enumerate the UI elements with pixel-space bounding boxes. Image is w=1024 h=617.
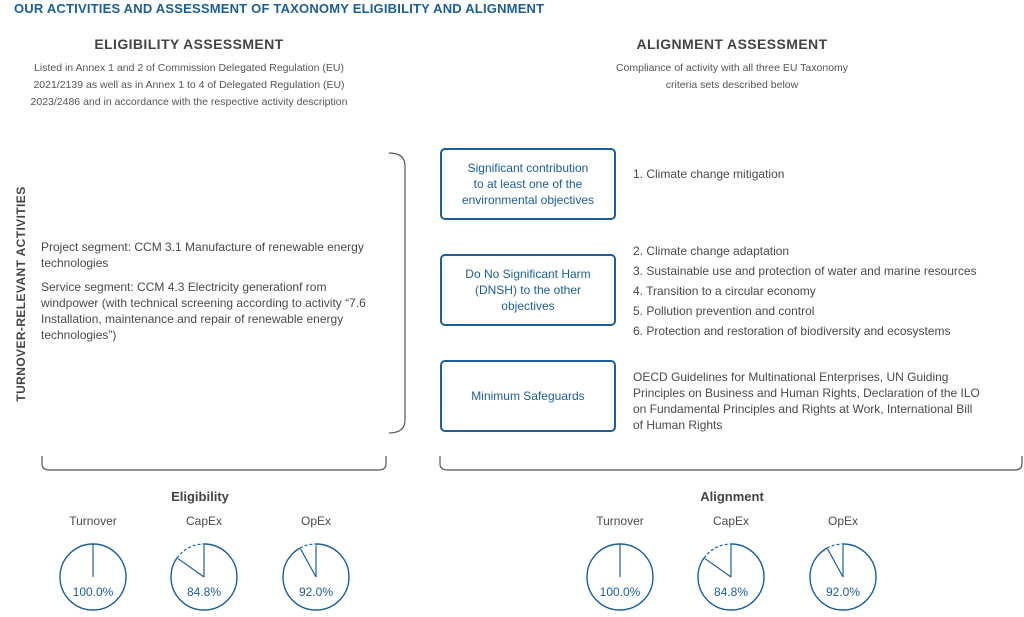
alignment-capex-pie: 84.8%: [697, 542, 765, 611]
dnsh-box: Do No Significant Harm (DNSH) to the oth…: [440, 254, 616, 326]
criteria-item-climate-adaptation: 2. Climate change adaptation: [633, 244, 790, 258]
alignment-capex-label: CapEx: [712, 514, 750, 528]
minimum-safeguards-text: OECD Guidelines for Multinational Enterp…: [633, 370, 980, 432]
alignment-opex-pie-end-radius: [826, 547, 844, 578]
alignment-turnover-pie: 100.0%: [586, 543, 654, 611]
eligibility-turnover-pie: 100.0%: [59, 543, 127, 611]
criteria-item-biodiversity: 6. Protection and restoration of biodive…: [633, 324, 951, 338]
eligibility-opex-label: OpEx: [300, 514, 331, 528]
dnsh-line: objectives: [501, 299, 555, 313]
dnsh-line: (DNSH) to the other: [474, 283, 582, 297]
alignment-summary-title: Alignment: [700, 489, 764, 504]
eligibility-summary-title: Eligibility: [171, 489, 229, 504]
alignment-description-line: Compliance of activity with all three EU…: [615, 62, 849, 74]
eligibility-opex-pie: 92.0%: [282, 542, 350, 611]
eligibility-capex-pie-end-radius: [176, 557, 205, 578]
activities-bracket: [388, 152, 406, 434]
eligibility-description-line: Listed in Annex 1 and 2 of Commission De…: [34, 62, 344, 74]
alignment-opex-label: OpEx: [827, 514, 858, 528]
eligibility-turnover-label: Turnover: [69, 514, 117, 528]
alignment-description-line: criteria sets described below: [665, 79, 799, 91]
eligibility-capex-label: CapEx: [185, 514, 223, 528]
criteria-item-circular-economy: 4. Transition to a circular economy: [633, 284, 816, 298]
alignment-turnover-value: 100.0%: [599, 585, 641, 599]
eligibility-description-line: 2023/2486 and in accordance with the res…: [30, 96, 348, 108]
eligibility-turnover-value: 100.0%: [72, 585, 114, 599]
eligibility-heading: ELIGIBILITY ASSESSMENT: [94, 36, 284, 52]
significant-contribution-line: Significant contribution: [467, 161, 589, 175]
alignment-opex-pie: 92.0%: [809, 542, 877, 611]
project-segment-text: Project segment: CCM 3.1 Manufacture of …: [41, 240, 364, 270]
significant-contribution-line: environmental objectives: [461, 193, 595, 207]
alignment-heading: ALIGNMENT ASSESSMENT: [636, 36, 828, 52]
eligibility-description: Listed in Annex 1 and 2 of Commission De…: [14, 60, 364, 111]
minimum-safeguards-box: Minimum Safeguards: [440, 360, 616, 432]
eligibility-opex-pie-end-radius: [299, 547, 317, 578]
alignment-turnover-label: Turnover: [596, 514, 644, 528]
criteria-item-pollution: 5. Pollution prevention and control: [633, 304, 815, 318]
significant-contribution-line: to at least one of the: [473, 177, 583, 191]
alignment-opex-value: 92.0%: [825, 585, 861, 599]
alignment-capex-pie-end-radius: [703, 557, 732, 578]
eligibility-capex-value: 84.8%: [186, 585, 222, 599]
minimum-safeguards-label: Minimum Safeguards: [471, 389, 585, 403]
alignment-capex-value: 84.8%: [713, 585, 749, 599]
page-title: OUR ACTIVITIES AND ASSESSMENT OF TAXONOM…: [14, 1, 545, 16]
eligibility-description-line: 2021/2139 as well as in Annex 1 to 4 of …: [33, 79, 345, 91]
alignment-capex-pie-remainder-gap: [702, 542, 732, 559]
service-segment-text: Service segment: CCM 4.3 Electricity gen…: [41, 280, 366, 342]
eligibility-capex-pie: 84.8%: [170, 542, 238, 611]
criteria-item-water-marine: 3. Sustainable use and protection of wat…: [633, 264, 977, 278]
eligibility-opex-pie-remainder-arc: [299, 543, 317, 549]
eligibility-opex-value: 92.0%: [298, 585, 334, 599]
alignment-bracket: [439, 456, 1023, 471]
eligibility-bracket: [41, 456, 387, 471]
alignment-description: Compliance of activity with all three EU…: [582, 60, 882, 94]
eligibility-capex-pie-remainder-arc: [176, 543, 205, 559]
significant-contribution-box: Significant contribution to at least one…: [440, 148, 616, 220]
dnsh-line: Do No Significant Harm: [465, 267, 591, 281]
eligibility-capex-pie-remainder-gap: [175, 542, 205, 559]
alignment-capex-pie-remainder-arc: [703, 543, 732, 559]
alignment-opex-pie-remainder-arc: [826, 543, 844, 549]
criteria-item-climate-mitigation: 1. Climate change mitigation: [633, 167, 785, 181]
